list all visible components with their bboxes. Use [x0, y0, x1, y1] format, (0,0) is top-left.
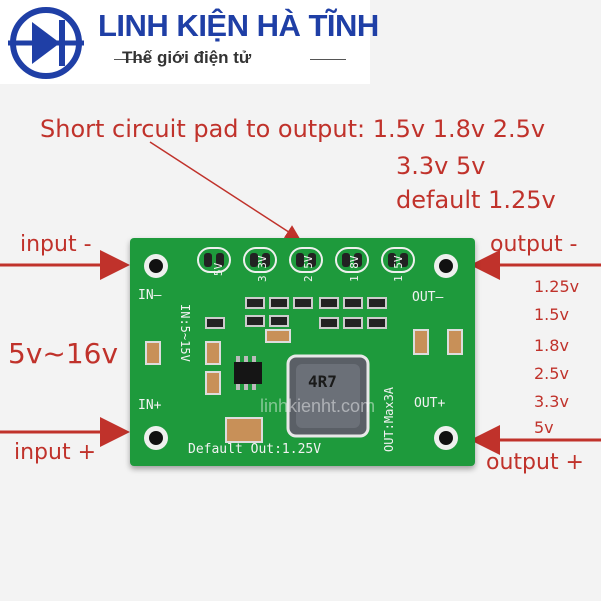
out-plus-label: OUT+: [414, 396, 446, 411]
brand-name: LINH KIỆN HÀ TĨNH: [98, 8, 379, 43]
capacitors: [145, 329, 463, 443]
regulator-ic: [234, 356, 262, 390]
diode-icon: [8, 7, 84, 79]
short-pad-note-line3: default 1.25v: [396, 186, 556, 214]
out-minus-label: OUT–: [412, 290, 444, 305]
jumper-pads: [197, 247, 415, 273]
in-minus-label: IN–: [138, 288, 162, 303]
out-max-label: OUT:Max3A: [382, 386, 396, 452]
output-voltage-item: 1.8v: [534, 336, 569, 355]
pointer-line: [149, 141, 301, 240]
input-range-label: 5v~16v: [8, 337, 119, 370]
pad-label: 1.8V: [348, 255, 361, 283]
output-minus-label: output -: [490, 232, 578, 257]
slogan-rule-right: [310, 59, 346, 60]
pad-label: 5V: [212, 262, 225, 276]
pad-label: 3.3V: [256, 255, 269, 283]
brand-slogan: Thế giới điện tử: [122, 48, 252, 67]
short-pad-note-line1: Short circuit pad to output: 1.5v 1.8v 2…: [40, 115, 546, 143]
input-plus-label: input +: [14, 440, 97, 465]
inductor-code: 4R7: [308, 372, 337, 391]
slogan-rule-left: [114, 59, 150, 60]
in-plus-label: IN+: [138, 398, 162, 413]
pcb-board: 5V 3.3V 2.5V 1.8V 1.5V IN– IN+ IN:5~15V …: [130, 238, 475, 466]
input-minus-label: input -: [20, 232, 92, 257]
output-voltage-item: 2.5v: [534, 364, 569, 383]
output-voltage-item: 1.5v: [534, 305, 569, 324]
default-out-label: Default Out:1.25V: [188, 442, 322, 457]
watermark: linhkienht.com: [260, 396, 376, 416]
inductor: [286, 354, 370, 438]
output-plus-label: output +: [486, 450, 584, 475]
pad-label: 1.5V: [392, 255, 405, 283]
logo-panel: LINH KIỆN HÀ TĨNH Thế giới điện tử: [0, 0, 379, 84]
output-voltage-item: 1.25v: [534, 277, 580, 296]
in-range-label: IN:5~15V: [178, 304, 192, 362]
resistor-row: [205, 297, 387, 329]
output-voltage-item: 3.3v: [534, 392, 569, 411]
output-voltage-item: 5v: [534, 418, 554, 437]
pcb-artwork: [144, 247, 463, 450]
pad-label: 2.5V: [302, 255, 315, 283]
short-pad-note-line2: 3.3v 5v: [396, 152, 486, 180]
